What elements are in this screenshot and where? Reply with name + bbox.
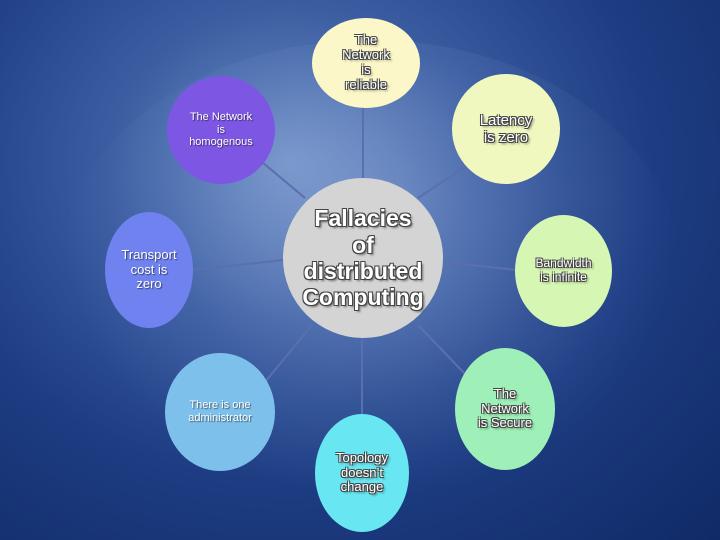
node-transport-cost-zero: Transport cost is zero xyxy=(105,212,193,328)
connector-latency xyxy=(417,164,469,199)
node-label-line: There is one xyxy=(189,399,251,412)
node-label-line: cost is xyxy=(130,261,168,277)
node-label-line: is infinite xyxy=(540,270,587,284)
node-label-line: Transport xyxy=(121,246,177,262)
node-label-line: The xyxy=(493,385,517,401)
node-label-line: administrator xyxy=(188,412,252,424)
node-label-line: reliable xyxy=(345,76,387,92)
node-network-homogenous: The Network is homogenous xyxy=(167,76,275,184)
node-label-line: change xyxy=(340,479,384,495)
node-topology-change: Topology doesn’t change xyxy=(315,414,409,532)
connector-homogenous xyxy=(261,161,306,199)
node-label-line: zero xyxy=(136,276,162,292)
center-label-line: of xyxy=(352,231,374,258)
connector-bandwidth xyxy=(441,261,518,271)
center-node-fallacies: Fallacies of distributed Computing xyxy=(283,178,443,338)
node-label-line: is zero xyxy=(483,129,529,146)
center-label-line: Computing xyxy=(302,284,424,311)
node-label-line: Network xyxy=(481,400,529,416)
node-label-line: doesn’t xyxy=(341,464,383,480)
node-one-administrator: There is one administrator xyxy=(165,353,275,471)
node-latency-zero: Latency is zero xyxy=(452,74,560,184)
center-label-line: distributed xyxy=(303,258,423,284)
node-label-line: Bandwidth xyxy=(535,256,592,271)
node-network-secure: The Network is Secure xyxy=(455,348,555,470)
node-label-line: is Secure xyxy=(477,415,533,431)
node-label-line: The xyxy=(354,32,378,48)
connector-administrator xyxy=(264,324,313,383)
node-label-line: The Network xyxy=(189,111,253,124)
node-label-line: Topology xyxy=(335,449,389,465)
node-network-reliable: The Network is reliable xyxy=(312,18,420,108)
connector-transport xyxy=(190,259,285,271)
node-label-line: is xyxy=(361,62,371,77)
center-label-line: Fallacies xyxy=(314,205,412,232)
node-label-line: homogenous xyxy=(189,136,253,149)
node-label-line: Latency xyxy=(479,111,533,129)
connector-secure xyxy=(417,324,467,376)
node-bandwidth-infinite: Bandwidth is infinite xyxy=(515,215,612,327)
node-label-line: Network xyxy=(342,47,390,63)
node-label-line: is xyxy=(217,123,225,136)
